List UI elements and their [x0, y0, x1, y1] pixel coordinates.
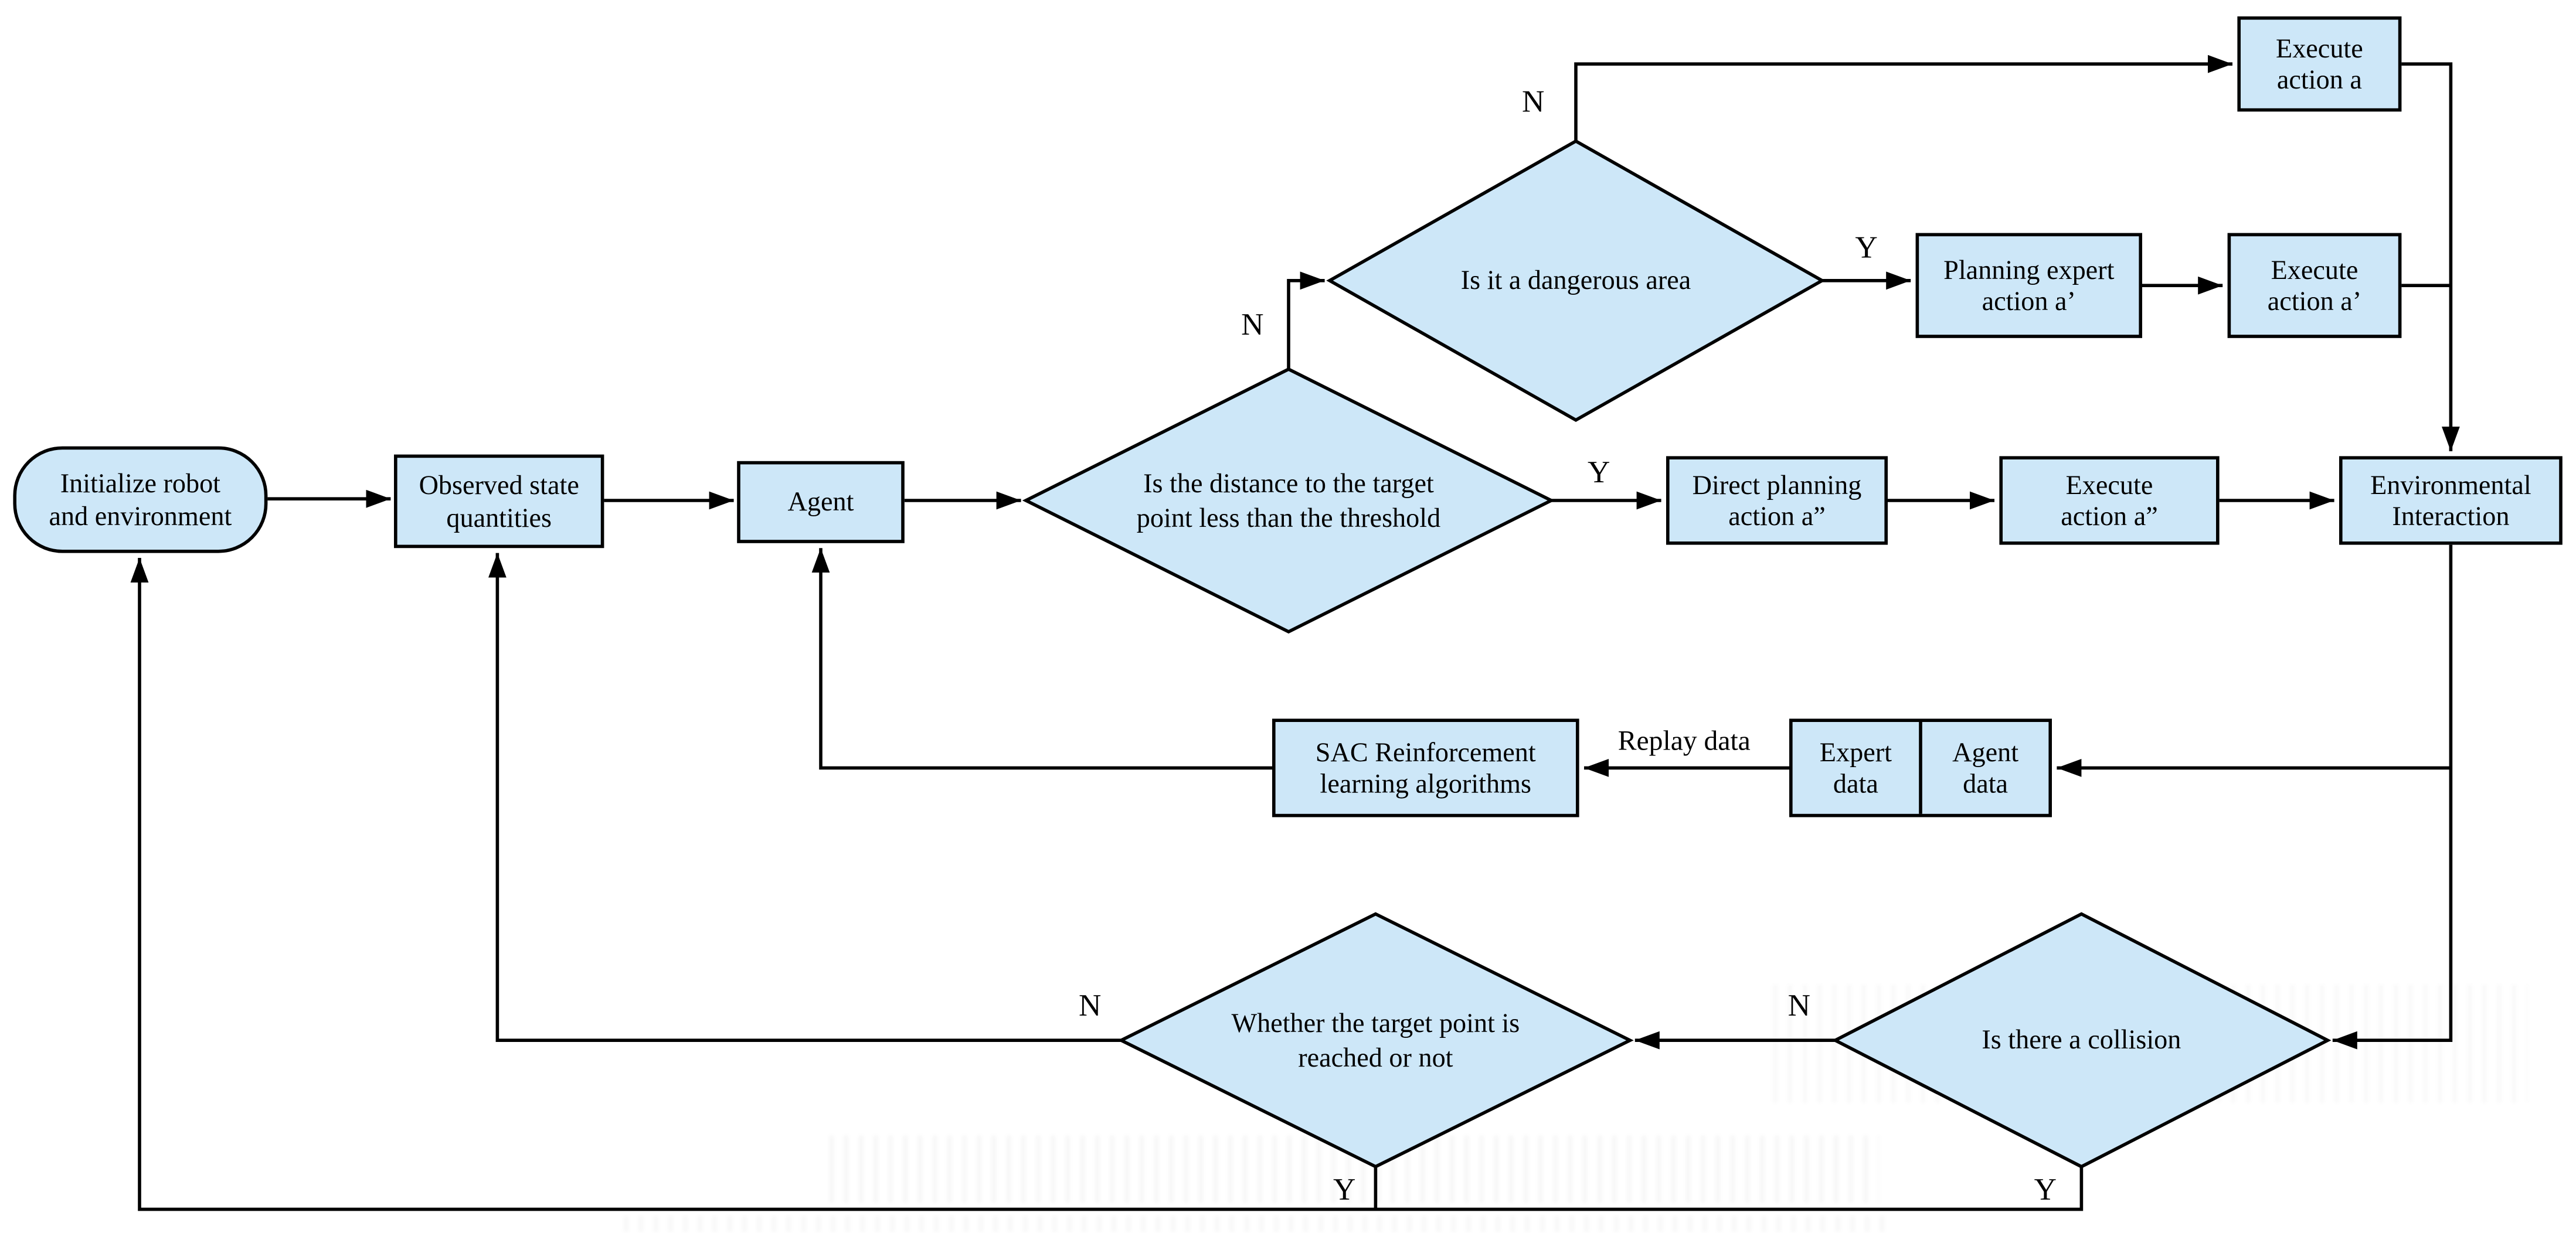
edge-sac-to-agent [811, 548, 1272, 770]
edge-danger-no-to-execute-a [1574, 55, 2232, 141]
label-collision-yes: Y [2034, 1173, 2057, 1208]
node-distance-threshold-shape [1022, 367, 1555, 634]
node-execute-action-a: Execute action a [2237, 16, 2402, 112]
node-dangerous-area-shape [1326, 139, 1826, 423]
node-execute-action-a-dblprime-label: Execute action a” [2061, 468, 2158, 532]
node-initialize-label: Initialize robot and environment [49, 468, 232, 531]
node-sac-algorithms: SAC Reinforcement learning algorithms [1272, 718, 1579, 818]
node-execute-action-a-label: Execute action a [2275, 32, 2363, 96]
node-direct-planning-label: Direct planning action a” [1692, 468, 1862, 532]
node-planning-expert: Planning expert action a’ [1915, 233, 2142, 338]
node-observed-state-label: Observed state quantities [419, 469, 579, 533]
node-agent-data-label: Agent data [1919, 722, 2048, 814]
edge-whether-no-to-observed [488, 553, 1122, 1042]
node-sac-algorithms-label: SAC Reinforcement learning algorithms [1315, 735, 1536, 799]
node-execute-action-a-dblprime: Execute action a” [1999, 456, 2220, 545]
label-danger-no: N [1521, 85, 1545, 120]
node-dangerous-area-label: Is it a dangerous area [1362, 248, 1789, 314]
label-distance-no: N [1241, 308, 1264, 343]
node-direct-planning: Direct planning action a” [1666, 456, 1888, 545]
dangerous-area-text: Is it a dangerous area [1460, 264, 1691, 296]
watermark-artifact-3 [624, 1215, 1888, 1232]
label-distance-yes: Y [1587, 456, 1610, 491]
node-execute-action-a-prime: Execute action a’ [2227, 233, 2402, 338]
node-execute-action-a-prime-label: Execute action a’ [2267, 253, 2362, 317]
edge-envint-to-collision [2332, 544, 2453, 1050]
node-target-reached-shape [1117, 912, 1634, 1169]
distance-threshold-text: Is the distance to the target point less… [1136, 466, 1441, 533]
label-collision-no: N [1787, 989, 1811, 1024]
node-replay-buffer: Expert data Agent data [1789, 718, 2052, 818]
edge-collision-yes-to-init [130, 557, 2084, 1211]
edge-distance-no-to-danger [1287, 271, 1325, 369]
node-distance-threshold-label: Is the distance to the target point less… [1075, 451, 1502, 550]
node-collision-shape [1831, 912, 2332, 1169]
node-initialize: Initialize robot and environment [13, 446, 268, 553]
node-collision-label: Is there a collision [1868, 1007, 2295, 1073]
label-danger-yes: Y [1855, 231, 1878, 266]
label-replay-data: Replay data [1617, 725, 1751, 757]
edge-execute-a-to-envint-top [2401, 62, 2460, 451]
label-whether-no: N [1078, 989, 1102, 1024]
node-target-reached-label: Whether the target point is reached or n… [1162, 991, 1589, 1089]
target-reached-text: Whether the target point is reached or n… [1231, 1006, 1520, 1074]
node-environmental-interaction: Environmental Interaction [2339, 456, 2563, 545]
node-agent-label: Agent [787, 486, 854, 517]
node-expert-data-label: Expert data [1819, 735, 1892, 799]
node-agent: Agent [737, 461, 905, 543]
label-whether-yes: Y [1333, 1173, 1356, 1208]
node-observed-state: Observed state quantities [394, 454, 604, 549]
collision-text: Is there a collision [1982, 1024, 2181, 1056]
node-planning-expert-label: Planning expert action a’ [1943, 253, 2115, 317]
node-environmental-interaction-label: Environmental Interaction [2370, 468, 2531, 532]
